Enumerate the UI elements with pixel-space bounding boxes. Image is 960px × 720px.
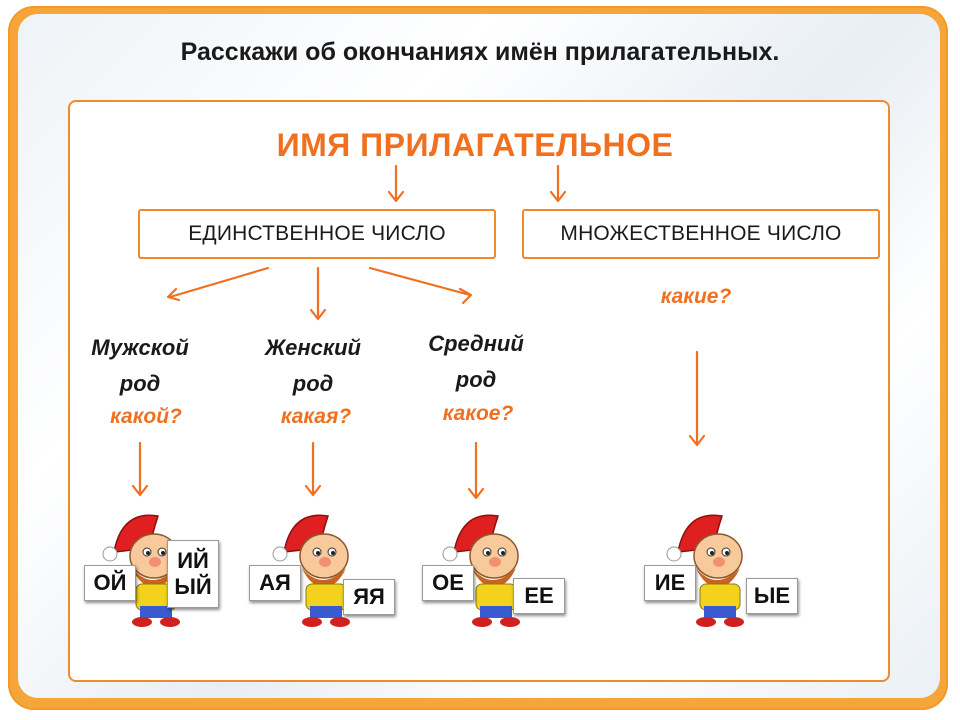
feminine-label-line2: род [292,371,334,396]
arrow-down-icon [304,441,322,497]
arrow-down-icon [309,266,327,321]
arrow-down-icon [549,164,567,203]
arrow-down-icon [467,441,485,500]
ending-card-ye: ЫЕ [746,578,798,614]
masculine-label: Мужской род [72,330,208,402]
singular-box: ЕДИНСТВЕННОЕ ЧИСЛО [138,209,496,259]
ending-card-yaya: ЯЯ [343,579,395,615]
feminine-label-line1: Женский [265,335,361,360]
neuter-label: Средний род [408,326,544,398]
plural-box: МНОЖЕСТВЕННОЕ ЧИСЛО [522,209,880,259]
ending-card-ii-yi: ИЙ ЫЙ [167,540,219,608]
main-heading: ИМЯ ПРИЛАГАТЕЛЬНОЕ [276,127,674,163]
gnome-character-icon [102,514,180,627]
singular-box-label: ЕДИНСТВЕННОЕ ЧИСЛО [188,222,446,245]
arrow-right-down-icon [368,266,473,305]
masculine-label-line2: род [119,371,161,396]
neuter-question: какое? [442,402,514,425]
gnome-character-icon [666,514,744,627]
gnome-character-icon [272,514,350,627]
masculine-question: какой? [110,405,182,428]
ending-card-ie: ИЕ [644,565,696,601]
arrow-down-icon [131,441,149,497]
page-title: Расскажи об окончаниях имён прилагательн… [180,38,780,66]
arrow-down-icon [387,164,405,203]
arrow-down-icon [688,350,706,447]
arrow-left-down-icon [166,266,270,302]
feminine-question: какая? [280,405,352,428]
masculine-label-line1: Мужской [91,335,189,360]
ending-card-ee: ЕЕ [513,578,565,614]
ending-card-oi: ОЙ [84,565,136,601]
neuter-label-line1: Средний [428,331,524,356]
plural-question: какие? [660,285,732,308]
neuter-label-line2: род [455,367,497,392]
ending-ii: ИЙ [177,548,209,573]
ending-card-oe: ОЕ [422,565,474,601]
ending-card-aya: АЯ [249,565,301,601]
ending-yi: ЫЙ [174,574,212,599]
feminine-label: Женский род [245,330,381,402]
plural-box-label: МНОЖЕСТВЕННОЕ ЧИСЛО [560,222,842,245]
gnome-character-icon [442,514,520,627]
